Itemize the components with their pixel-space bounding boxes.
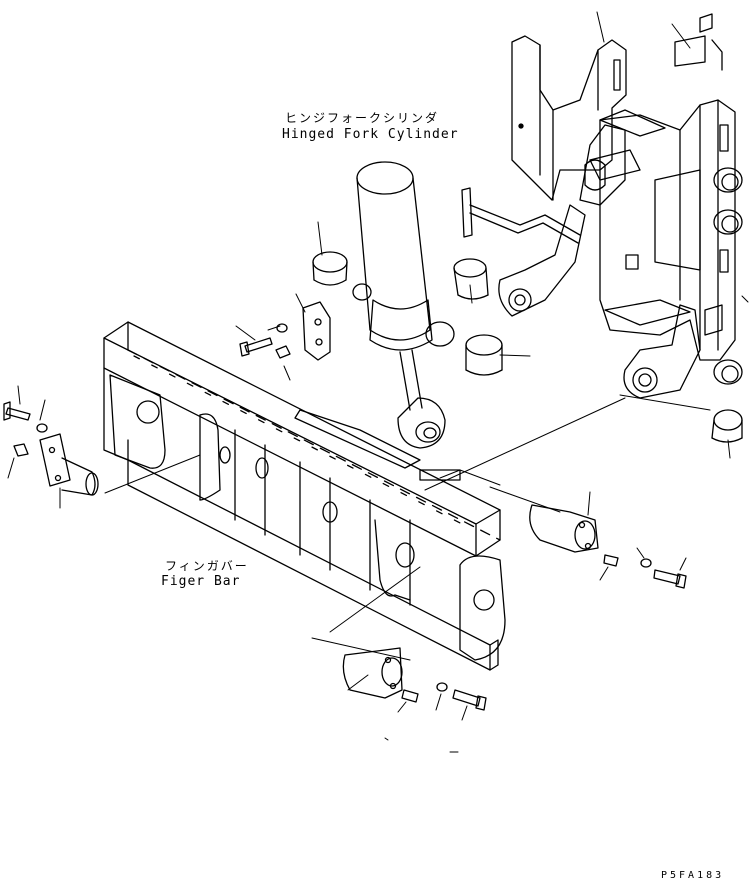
fingerbar-label-en: Figer Bar: [161, 574, 241, 589]
bushing: [465, 334, 503, 376]
bolt: [452, 689, 487, 711]
bushing: [711, 409, 743, 443]
bushing: [312, 251, 348, 286]
washer: [436, 682, 448, 692]
carriage-frame: [511, 13, 743, 385]
hinge-arm-right: [623, 304, 701, 399]
washer: [276, 323, 288, 333]
cylinder-label-jp: ヒンジフォークシリンダ: [285, 111, 440, 125]
hose-bracket: [461, 187, 581, 244]
grease-fitting: [401, 689, 419, 703]
bushing: [453, 258, 489, 300]
grease-fitting: [13, 443, 29, 457]
washer: [640, 558, 652, 568]
bolt: [239, 337, 273, 357]
hinged-fork-cylinder: [352, 161, 455, 449]
finger-bar: [103, 321, 506, 671]
callout-leaders: [7, 11, 749, 753]
leader-lines: [104, 394, 711, 661]
grease-fitting: [275, 345, 291, 359]
cylinder-label-en: Hinged Fork Cylinder: [282, 127, 459, 142]
pin-left: [39, 433, 99, 496]
grease-fitting: [603, 554, 619, 567]
carriage-roller: [713, 167, 743, 385]
drawing-code: P5FA183: [661, 870, 725, 881]
pin-right: [529, 504, 599, 553]
pin-bottom: [342, 647, 403, 699]
hinge-arm-left: [498, 204, 586, 317]
clamp-bracket: [302, 301, 331, 361]
washer: [36, 423, 48, 433]
fingerbar-label-jp: フィンガバー: [165, 559, 249, 573]
bolt: [653, 569, 687, 589]
bolt: [3, 401, 31, 421]
